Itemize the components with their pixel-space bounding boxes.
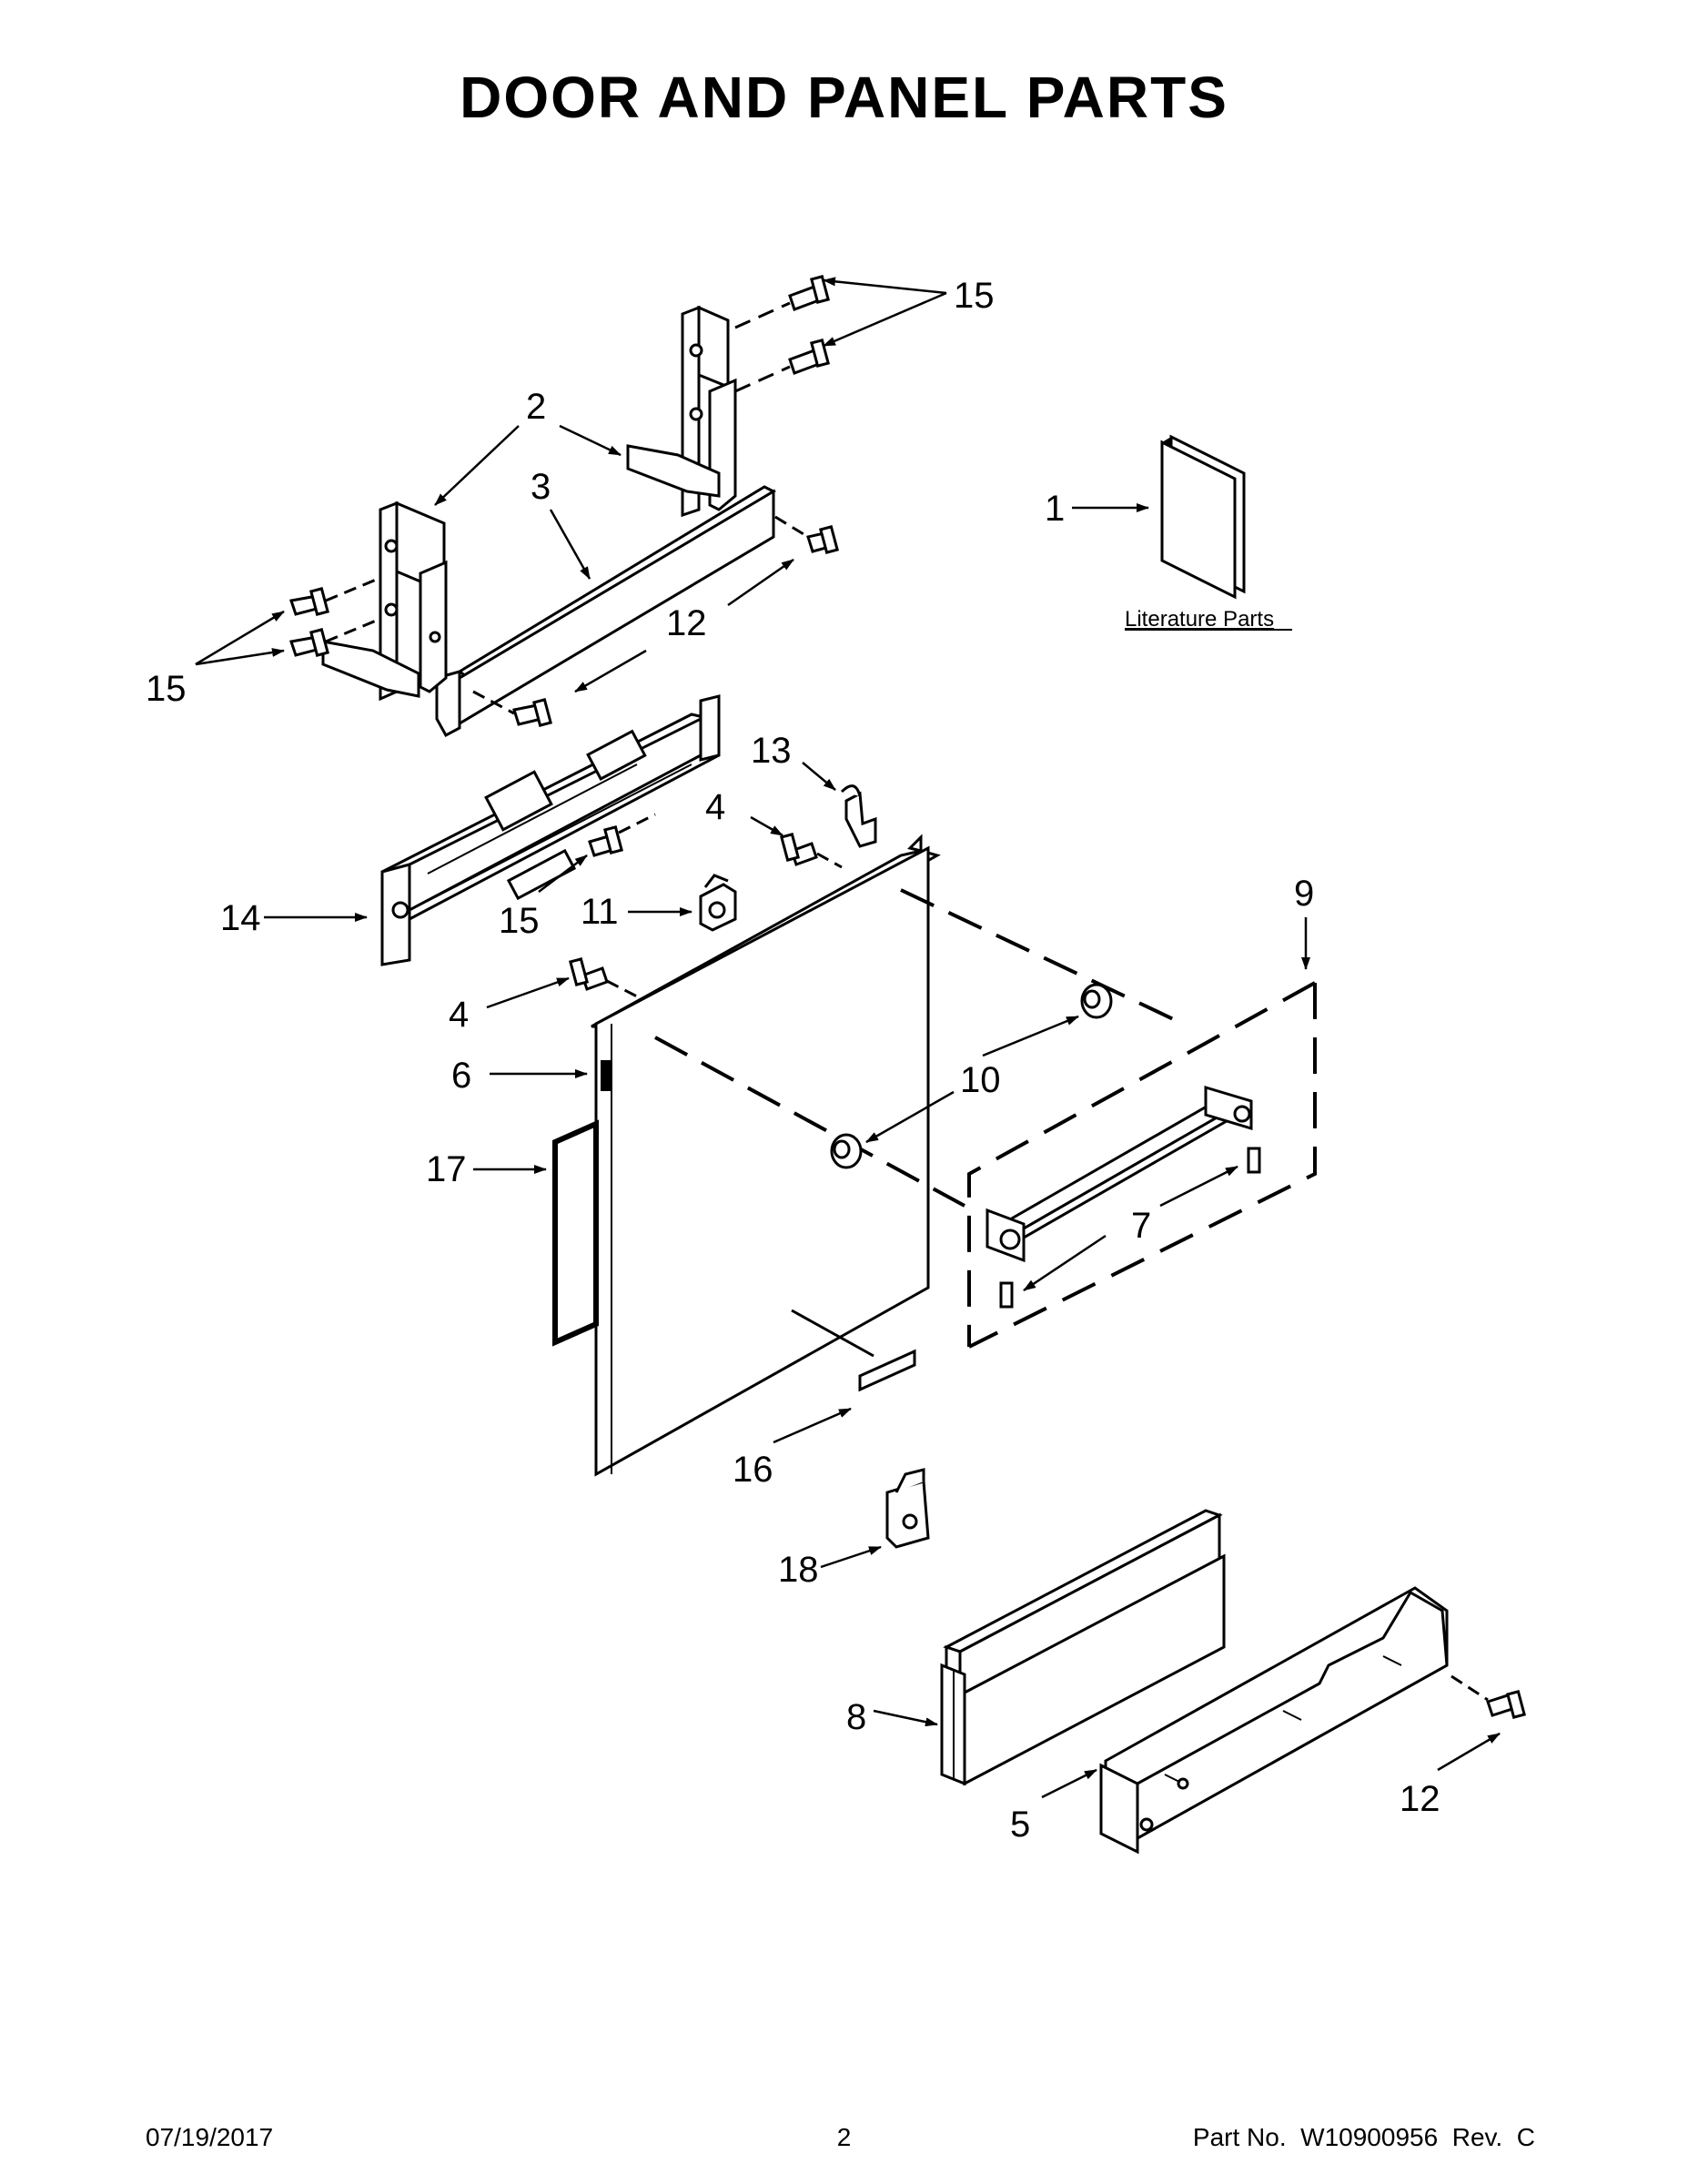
leader-15-top-b (823, 291, 947, 348)
leader-16 (773, 1407, 852, 1444)
leader-18 (820, 1545, 882, 1569)
callout-1: 1 (1045, 489, 1065, 529)
callout-13: 13 (751, 731, 792, 771)
leader-3 (549, 509, 591, 580)
leader-4-lower (486, 976, 570, 1009)
callout-5: 5 (1010, 1805, 1030, 1845)
literature-parts-label: Literature Parts (1125, 607, 1274, 632)
callout-15-panel: 15 (499, 901, 540, 941)
leader-5 (1041, 1768, 1097, 1799)
screw-15-top-a (788, 275, 830, 311)
leader-15-left-a (195, 610, 285, 666)
callout-11: 11 (581, 892, 619, 932)
callout-4-lower: 4 (449, 995, 469, 1035)
rail-part-3 (435, 485, 777, 738)
spacer-10-right (1080, 983, 1113, 1019)
callout-4-upper: 4 (705, 787, 725, 827)
screw-15-left-a (289, 587, 329, 616)
screw-15-top-b (788, 339, 830, 375)
spacer-10-left (830, 1133, 863, 1169)
leader-10-b (865, 1090, 955, 1144)
leader-10-a (982, 1015, 1079, 1057)
lower-bracket-part-5 (1099, 1586, 1449, 1855)
screw-15-left-b (289, 628, 329, 657)
callout-7: 7 (1131, 1206, 1151, 1246)
footer-date: 07/19/2017 (146, 2123, 274, 2151)
callout-2: 2 (526, 387, 546, 427)
callout-15-left: 15 (146, 669, 187, 709)
callout-6: 6 (451, 1056, 471, 1096)
leader-12-upper-a (727, 558, 794, 607)
callout-18: 18 (778, 1550, 819, 1590)
brand-badge-16 (858, 1349, 916, 1392)
footer-page-number: 2 (836, 2123, 852, 2151)
leader-4-upper (750, 815, 783, 837)
screw-12-rail-left (512, 698, 552, 727)
screw-15-panel (588, 825, 623, 857)
leader-7-a (1159, 1165, 1238, 1208)
page-title: DOOR AND PANEL PARTS (460, 65, 1228, 130)
latch-part-11 (699, 874, 737, 932)
leader-15-panel (538, 854, 588, 893)
leader-13 (802, 762, 836, 791)
leader-2-left (434, 425, 520, 506)
clip-part-13 (840, 784, 877, 848)
gasket-part-17 (552, 1119, 599, 1347)
callout-9: 9 (1294, 874, 1314, 914)
leader-15-left-b (195, 648, 285, 666)
callout-17: 17 (426, 1149, 467, 1189)
pin-7-left (999, 1281, 1014, 1309)
footer-part-number: Part No. W10900956 Rev. C (1192, 2123, 1535, 2151)
callout-8: 8 (846, 1697, 866, 1737)
clip-part-18 (885, 1468, 930, 1549)
callout-3: 3 (531, 467, 551, 507)
screw-12-bottom (1486, 1690, 1526, 1719)
callout-14: 14 (220, 898, 261, 938)
control-panel-part-14 (380, 694, 721, 966)
upper-right-bracket-part (626, 305, 737, 518)
callout-12-upper: 12 (666, 603, 707, 643)
callout-12-bottom: 12 (1400, 1779, 1440, 1819)
pin-7-right (1247, 1147, 1261, 1174)
screw-4-upper (780, 833, 818, 866)
leader-8 (873, 1709, 938, 1727)
leader-7-b (1023, 1234, 1107, 1292)
literature-booklet-part (1160, 434, 1246, 600)
callout-15-top: 15 (954, 276, 995, 316)
door-handle-part (986, 1085, 1253, 1263)
leader-12-upper-b (574, 649, 647, 693)
leader-12-bottom (1437, 1732, 1501, 1772)
toe-panel-part-8 (940, 1509, 1226, 1786)
leader-15-top-a (823, 277, 947, 295)
callout-16: 16 (733, 1450, 773, 1490)
leader-2-right (559, 424, 622, 457)
screw-12-rail-right (806, 525, 839, 554)
screw-4-lower (569, 957, 609, 991)
callout-10: 10 (960, 1060, 1001, 1100)
handle-assembly-box-9 (967, 981, 1317, 1349)
upper-left-bracket-part (321, 500, 448, 702)
door-panel-part (591, 834, 941, 1477)
